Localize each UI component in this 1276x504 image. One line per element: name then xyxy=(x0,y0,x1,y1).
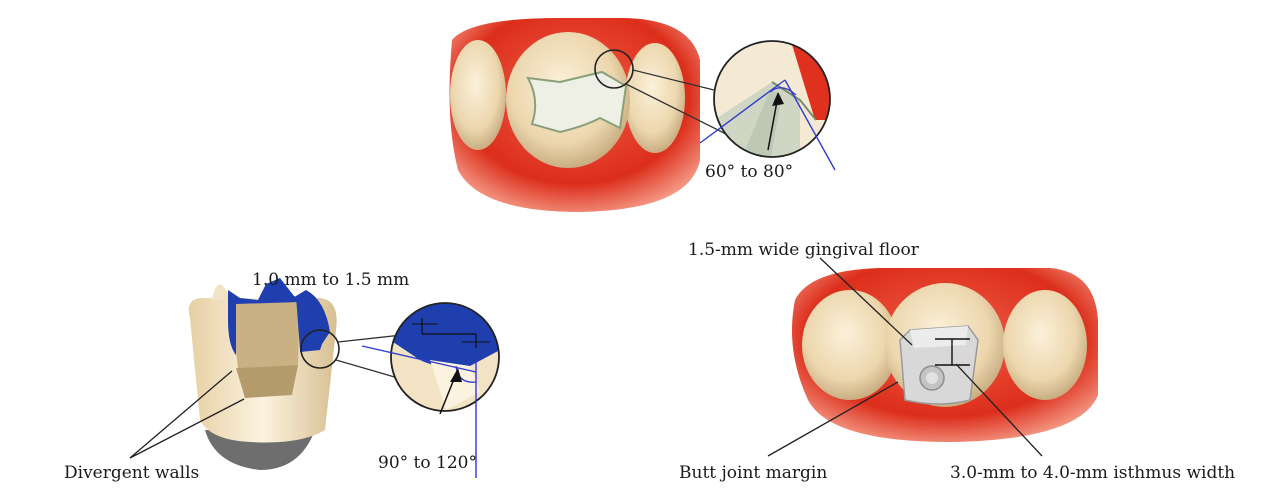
left-tooth-view xyxy=(130,278,402,470)
butt-joint-label: Butt joint margin xyxy=(679,463,827,483)
left-magnified-circle xyxy=(390,302,500,412)
top-occlusal-view xyxy=(450,18,730,212)
isthmus-width-label: 3.0-mm to 4.0-mm isthmus width xyxy=(950,463,1235,483)
top-magnified-circle xyxy=(710,38,834,162)
gingival-floor-label: 1.5-mm wide gingival floor xyxy=(688,240,919,260)
depth-label: 1.0 mm to 1.5 mm xyxy=(252,270,409,290)
left-angle-label: 90° to 120° xyxy=(378,453,477,473)
top-angle-label: 60° to 80° xyxy=(705,162,793,182)
divergent-walls-label: Divergent walls xyxy=(64,463,199,483)
